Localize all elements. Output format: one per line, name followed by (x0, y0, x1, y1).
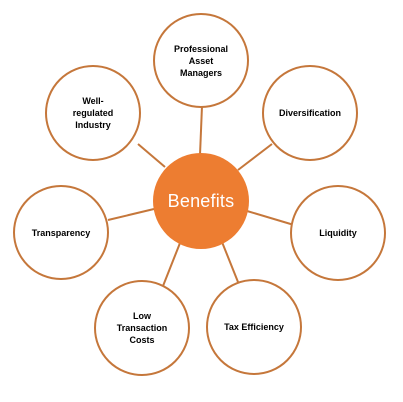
node-label: Transparency (31, 227, 91, 238)
connector-line (246, 210, 295, 226)
node-liquidity: Liquidity (290, 185, 386, 281)
connector-line (221, 241, 241, 288)
node-tax-efficiency: Tax Efficiency (206, 279, 302, 375)
connector-line (199, 105, 203, 156)
connector-line (162, 242, 181, 287)
hub-label: Benefits (167, 190, 235, 211)
node-label: Well- regulated Industry (72, 96, 114, 130)
node-label: Liquidity (319, 228, 357, 238)
node-label: Diversification (278, 108, 342, 118)
node-label: Low Transaction Costs (116, 311, 168, 345)
connector-line (107, 208, 155, 221)
node-label: Professional Asset Managers (173, 43, 229, 78)
node-diversification: Diversification (262, 65, 358, 161)
node-well-regulated-industry: Well- regulated Industry (45, 65, 141, 161)
node-transparency: Transparency (13, 185, 109, 280)
connector-line (237, 143, 273, 171)
node-label: Tax Efficiency (224, 322, 284, 332)
hub-benefits: Benefits (153, 153, 249, 249)
node-professional-asset-managers: Professional Asset Managers (153, 13, 249, 108)
node-low-transaction-costs: Low Transaction Costs (94, 280, 190, 376)
connector-line (137, 143, 166, 168)
